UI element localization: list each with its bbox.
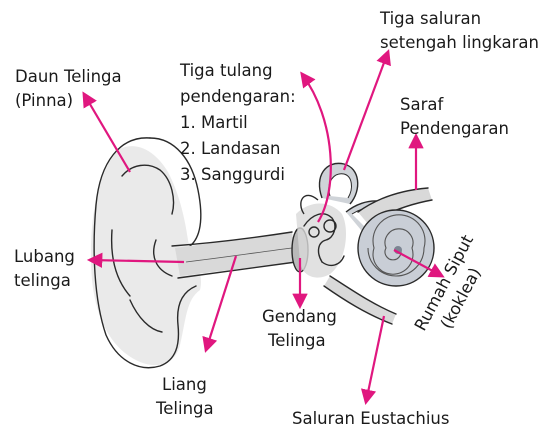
label-nerve-line2: Pendengaran <box>400 119 509 138</box>
arrow-opening <box>86 252 185 268</box>
label-ossicles-line2: pendengaran: <box>180 87 296 106</box>
label-eustachian-line1: Saluran Eustachius <box>292 409 449 428</box>
label-canals-line2: setengah lingkaran <box>380 33 539 52</box>
label-nerve-line1: Saraf <box>400 95 444 114</box>
arrow-pinna <box>82 91 131 173</box>
arrow-ossicles <box>300 71 332 223</box>
label-pinna: Daun Telinga (Pinna) <box>15 67 122 110</box>
label-eardrum-line1: Gendang <box>262 307 337 326</box>
label-eustachian: Saluran Eustachius <box>292 409 449 428</box>
label-ossicles-line5: 3. Sanggurdi <box>180 165 285 184</box>
label-pinna-line1: Daun Telinga <box>15 67 122 86</box>
label-ossicles-line3: 1. Martil <box>180 113 248 132</box>
cochlea-shape <box>357 209 435 287</box>
arrow-cochlea <box>393 249 445 278</box>
label-canals-line1: Tiga saluran <box>379 9 481 28</box>
arrow-eustachian <box>360 315 386 406</box>
arrow-canals <box>342 49 391 171</box>
label-opening: Lubang telinga <box>14 247 75 290</box>
label-canal: Liang Telinga <box>155 375 214 418</box>
label-ossicles: Tiga tulang pendengaran: 1. Martil 2. La… <box>179 61 296 184</box>
label-eardrum-line2: Telinga <box>267 331 326 350</box>
label-arrows <box>82 49 445 406</box>
label-pinna-line2: (Pinna) <box>15 91 73 110</box>
label-opening-line1: Lubang <box>14 247 75 266</box>
label-nerve: Saraf Pendengaran <box>400 95 509 138</box>
label-opening-line2: telinga <box>14 271 71 290</box>
ear-illustration <box>90 137 435 369</box>
label-canal-line2: Telinga <box>155 399 214 418</box>
label-eardrum: Gendang Telinga <box>262 307 337 350</box>
label-canals: Tiga saluran setengah lingkaran <box>379 9 539 52</box>
arrow-canal <box>202 255 238 353</box>
label-canal-line1: Liang <box>162 375 207 394</box>
label-ossicles-line1: Tiga tulang <box>179 61 273 80</box>
label-ossicles-line4: 2. Landasan <box>180 139 281 158</box>
